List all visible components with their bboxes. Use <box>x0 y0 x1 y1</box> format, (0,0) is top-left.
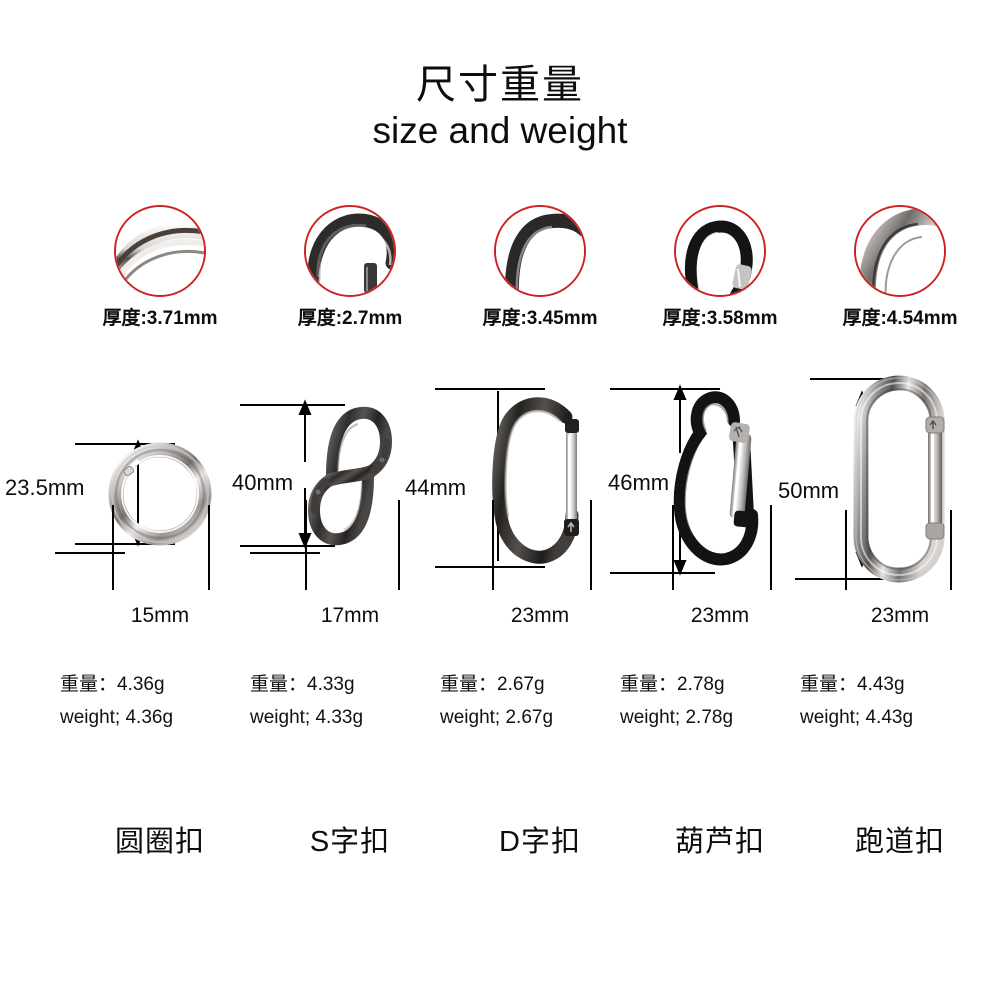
extension-line-top-3 <box>610 388 720 390</box>
weight-cn-1: 重量：4.33g <box>250 674 355 695</box>
weight-en-0: weight; 4.36g <box>60 707 174 729</box>
weight-cn-3: 重量：2.78g <box>620 674 725 695</box>
extension-line-left-2 <box>492 500 494 590</box>
weight-block-0: 重量：4.36g weight; 4.36g <box>60 668 260 735</box>
width-label-4: 23mm <box>870 604 930 627</box>
product-image-ring <box>104 438 216 550</box>
dimension-tick-3 <box>615 572 685 574</box>
extension-line-right-1 <box>398 500 400 590</box>
product-name-2: D字扣 <box>499 826 581 858</box>
extension-line-left-1 <box>305 500 307 590</box>
weight-block-4: 重量：4.43g weight; 4.43g <box>800 668 1000 735</box>
detail-circle-icon <box>304 205 396 297</box>
thickness-label-3: 厚度:3.58mm <box>662 308 778 329</box>
weight-cn-4: 重量：4.43g <box>800 674 905 695</box>
product-name-4: 跑道扣 <box>854 826 946 858</box>
detail-circle-icon <box>854 205 946 297</box>
weight-cn-0: 重量：4.36g <box>60 674 165 695</box>
thickness-label-4: 厚度:4.54mm <box>842 308 958 329</box>
weight-en-4: weight; 4.43g <box>800 707 914 729</box>
dimension-tick-1 <box>250 552 320 554</box>
product-column-3: 厚度:3.58mm 46mm <box>608 0 820 1000</box>
height-label-3: 46mm <box>608 470 670 495</box>
extension-line-left-3 <box>672 505 674 590</box>
product-image-gourd-carabiner <box>668 383 772 579</box>
extension-line-right-4 <box>950 510 952 590</box>
width-label-2: 23mm <box>510 604 570 627</box>
dimension-tick-0 <box>55 552 125 554</box>
product-image-oval-ring <box>845 373 955 585</box>
product-column-1: 厚度:2.7mm 40mm <box>232 0 450 1000</box>
width-label-3: 23mm <box>690 604 750 627</box>
product-column-4: 厚度:4.54mm 50mm <box>778 0 1000 1000</box>
product-column-0: 厚度:3.71mm 23.5mm <box>5 0 260 1000</box>
thickness-detail-1 <box>304 205 396 297</box>
extension-line-bottom-0 <box>75 543 175 545</box>
thickness-detail-4 <box>854 205 946 297</box>
thickness-label-0: 厚度:3.71mm <box>102 308 218 329</box>
extension-line-bottom-1 <box>240 545 335 547</box>
weight-block-3: 重量：2.78g weight; 2.78g <box>620 668 820 735</box>
weight-en-3: weight; 2.78g <box>620 707 734 729</box>
thickness-detail-0 <box>114 205 206 297</box>
detail-circle-icon <box>674 205 766 297</box>
extension-line-top-0 <box>75 443 175 445</box>
thickness-label-1: 厚度:2.7mm <box>297 308 403 329</box>
extension-line-left-4 <box>845 510 847 590</box>
product-name-1: S字扣 <box>309 826 391 858</box>
product-image-s-hook <box>302 398 398 554</box>
height-label-2: 44mm <box>405 475 467 500</box>
dimension-tick-4 <box>795 578 865 580</box>
height-label-1: 40mm <box>232 470 294 495</box>
weight-block-2: 重量：2.67g weight; 2.67g <box>440 668 640 735</box>
thickness-detail-2 <box>494 205 586 297</box>
product-name-3: 葫芦扣 <box>674 826 766 858</box>
product-image-d-carabiner <box>488 383 592 573</box>
page-title-cn: 尺寸重量 <box>416 63 584 107</box>
detail-circle-icon <box>114 205 206 297</box>
detail-circle-icon <box>494 205 586 297</box>
page-title: 尺寸重量 size and weight <box>0 62 1000 153</box>
page-title-en: size and weight <box>372 110 628 151</box>
extension-line-right-2 <box>590 500 592 590</box>
extension-line-right-0 <box>208 505 210 590</box>
extension-line-left-0 <box>112 505 114 590</box>
weight-en-1: weight; 4.33g <box>250 707 364 729</box>
height-label-4: 50mm <box>778 478 840 503</box>
thickness-label-2: 厚度:3.45mm <box>482 308 598 329</box>
weight-cn-2: 重量：2.67g <box>440 674 545 695</box>
extension-line-top-2 <box>435 388 545 390</box>
product-name-0: 圆圈扣 <box>114 826 206 858</box>
product-column-2: 厚度:3.45mm 44mm <box>405 0 640 1000</box>
weight-block-1: 重量：4.33g weight; 4.33g <box>250 668 450 735</box>
extension-line-top-4 <box>810 378 910 380</box>
extension-line-right-3 <box>770 505 772 590</box>
dimension-tick-2 <box>435 566 510 568</box>
weight-en-2: weight; 2.67g <box>440 707 554 729</box>
extension-line-top-1 <box>240 404 345 406</box>
height-label-0: 23.5mm <box>5 475 85 500</box>
width-label-0: 15mm <box>130 604 190 627</box>
width-label-1: 17mm <box>320 604 380 627</box>
thickness-detail-3 <box>674 205 766 297</box>
